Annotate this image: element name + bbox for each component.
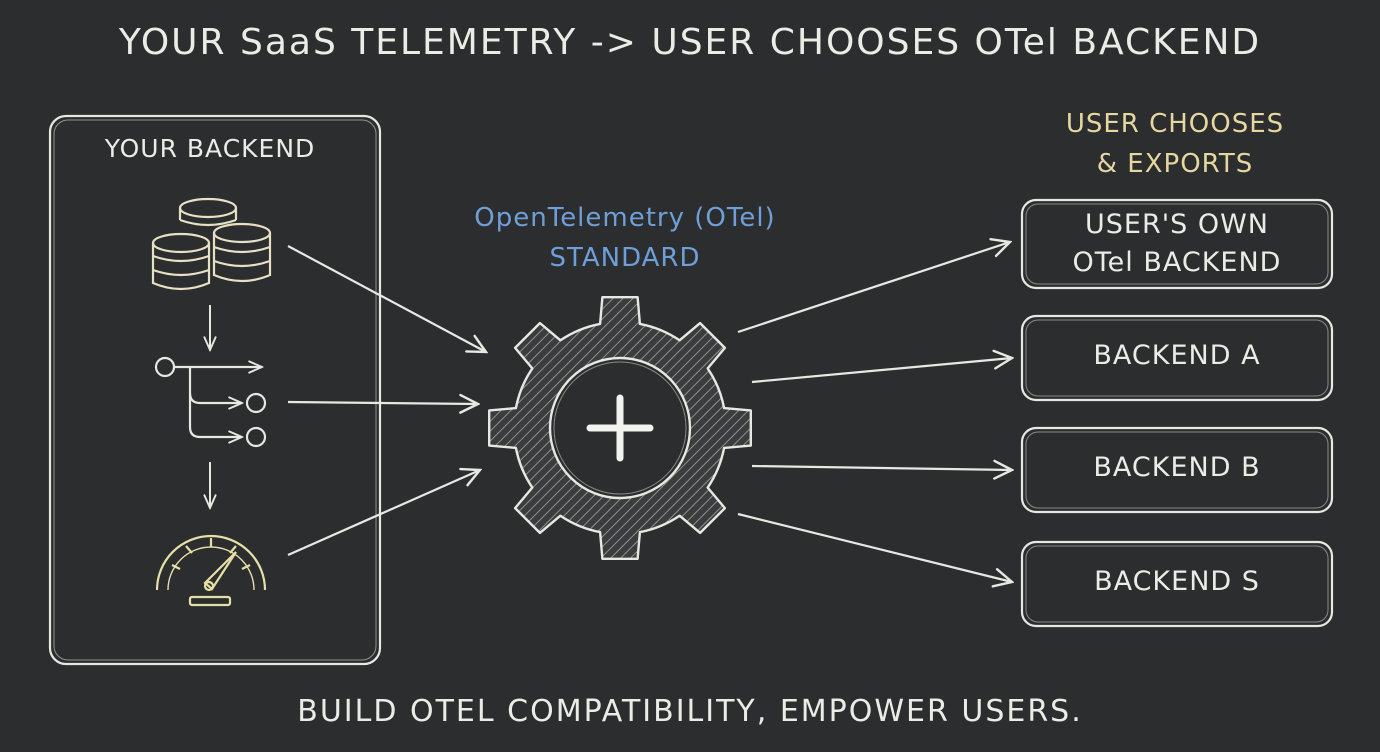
- backend-box-a: BACKEND A: [1093, 340, 1261, 371]
- trace-tree-icon: [154, 356, 267, 448]
- standard-label: OpenTelemetry (OTel) STANDARD: [430, 198, 820, 278]
- backend-box-b: BACKEND B: [1093, 452, 1261, 483]
- database-icon: [151, 197, 272, 291]
- user-chooses-line2: & EXPORTS: [1096, 149, 1254, 179]
- gauge-icon: [155, 534, 267, 607]
- export-arrows: [737, 242, 1012, 582]
- backend-box-own-line1: USER'S OWN: [1084, 209, 1269, 240]
- backend-boxes: [1020, 198, 1334, 628]
- backend-box-s: BACKEND S: [1094, 566, 1260, 597]
- diagram-title: YOUR SaaS TELEMETRY -> USER CHOOSES OTel…: [118, 22, 1262, 63]
- standard-label-line2: STANDARD: [549, 243, 701, 273]
- backend-panel-label: YOUR BACKEND: [104, 134, 316, 163]
- backend-box-own-line2: OTel BACKEND: [1072, 247, 1282, 278]
- ingest-arrows: [287, 245, 486, 557]
- gear-plus-icon: [488, 296, 752, 560]
- user-chooses-line1: USER CHOOSES: [1065, 109, 1285, 139]
- backend-box-own: USER'S OWN OTel BACKEND: [1022, 206, 1332, 282]
- user-chooses-label: USER CHOOSES & EXPORTS: [1040, 104, 1310, 184]
- backend-panel: [48, 114, 382, 666]
- standard-label-line1: OpenTelemetry (OTel): [474, 203, 776, 233]
- footer-tagline: BUILD OTEL COMPATIBILITY, EMPOWER USERS.: [297, 694, 1083, 729]
